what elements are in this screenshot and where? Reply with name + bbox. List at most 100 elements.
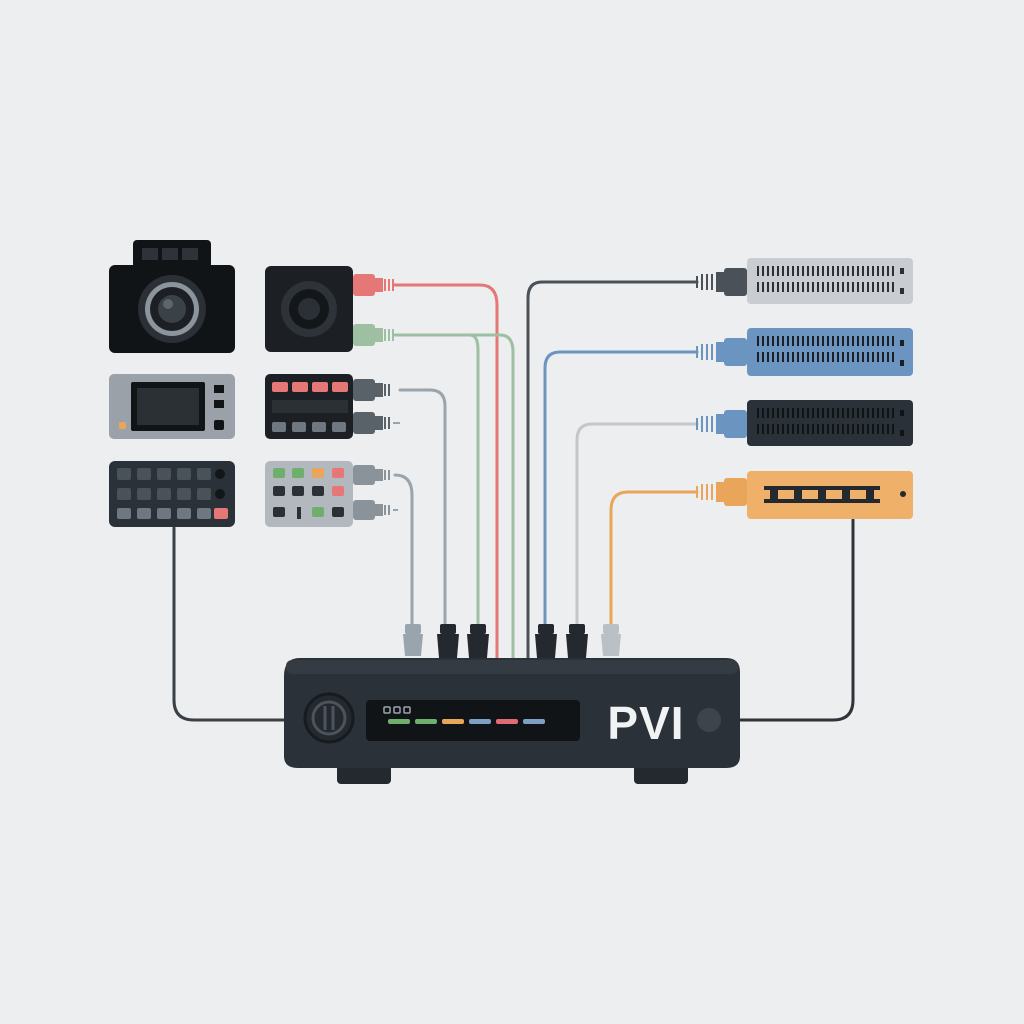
vent-slot bbox=[867, 424, 869, 434]
cable-keypad bbox=[172, 526, 288, 722]
hub-led-strip bbox=[388, 719, 545, 724]
vent-slot bbox=[847, 282, 849, 292]
vent-slot bbox=[862, 282, 864, 292]
connector-plug bbox=[437, 624, 459, 658]
vent-slot bbox=[867, 408, 869, 418]
vent-slot bbox=[877, 352, 879, 362]
vent-slot bbox=[757, 424, 759, 434]
keypad-icon[interactable] bbox=[109, 461, 235, 527]
vent-slot bbox=[757, 352, 759, 362]
vent-slot bbox=[797, 424, 799, 434]
hub-led bbox=[496, 719, 518, 724]
vent-slot bbox=[772, 336, 774, 346]
cable-pad-top bbox=[398, 388, 447, 630]
hub-led bbox=[442, 719, 464, 724]
hub-connectors bbox=[403, 624, 621, 658]
vent-slot bbox=[867, 352, 869, 362]
vent-slot bbox=[812, 352, 814, 362]
vent-slot bbox=[827, 424, 829, 434]
vent-slot bbox=[807, 336, 809, 346]
vent-slot bbox=[802, 352, 804, 362]
vent-slot bbox=[777, 266, 779, 276]
camera-icon[interactable] bbox=[109, 240, 235, 353]
vent-slot bbox=[762, 352, 764, 362]
vent-slot bbox=[772, 282, 774, 292]
vent-slot bbox=[827, 266, 829, 276]
vent-slot bbox=[822, 282, 824, 292]
vent-slot bbox=[832, 282, 834, 292]
vent-slot bbox=[827, 408, 829, 418]
vent-slot bbox=[872, 266, 874, 276]
vent-slot bbox=[757, 408, 759, 418]
vent-slot bbox=[827, 336, 829, 346]
vent-slot bbox=[767, 424, 769, 434]
patch-panel-blue[interactable] bbox=[747, 328, 913, 376]
vent-slot bbox=[882, 266, 884, 276]
patch-panel-silver[interactable] bbox=[747, 258, 913, 304]
vent-slot bbox=[867, 266, 869, 276]
mixer-panel-icon[interactable] bbox=[265, 461, 353, 527]
vent-slot bbox=[882, 336, 884, 346]
vent-slot bbox=[802, 408, 804, 418]
vent-slot bbox=[817, 424, 819, 434]
vent-slot bbox=[842, 282, 844, 292]
vent-slot bbox=[832, 352, 834, 362]
pvi-hub[interactable]: PVI bbox=[284, 658, 740, 784]
vent-slot bbox=[882, 282, 884, 292]
vent-slot bbox=[857, 336, 859, 346]
connector-plug bbox=[467, 624, 489, 658]
vent-slot bbox=[817, 352, 819, 362]
vent-slot bbox=[837, 336, 839, 346]
vent-slot bbox=[862, 336, 864, 346]
vent-slot bbox=[852, 408, 854, 418]
connector-plug bbox=[566, 624, 588, 658]
vent-slot bbox=[877, 336, 879, 346]
hub-led bbox=[469, 719, 491, 724]
vent-slot bbox=[767, 352, 769, 362]
panel-plug-3 bbox=[696, 410, 747, 438]
vent-slot bbox=[797, 336, 799, 346]
vent-slot bbox=[852, 352, 854, 362]
vent-slot bbox=[807, 266, 809, 276]
vent-slot bbox=[797, 352, 799, 362]
vent-slot bbox=[782, 336, 784, 346]
vent-slot bbox=[822, 336, 824, 346]
vent-slot bbox=[892, 424, 894, 434]
vent-slot bbox=[817, 266, 819, 276]
recorder-display-icon[interactable] bbox=[109, 374, 235, 439]
vent-slot bbox=[877, 266, 879, 276]
vent-slot bbox=[787, 408, 789, 418]
vent-slot bbox=[777, 352, 779, 362]
vent-slot bbox=[767, 336, 769, 346]
vent-slot bbox=[862, 424, 864, 434]
vent-slot bbox=[867, 282, 869, 292]
control-pad-icon[interactable] bbox=[265, 374, 353, 439]
vent-slot bbox=[787, 282, 789, 292]
vent-slot bbox=[822, 266, 824, 276]
vent-slot bbox=[777, 336, 779, 346]
panel-vents bbox=[757, 266, 894, 292]
network-switch-icon[interactable] bbox=[747, 471, 913, 519]
webcam-icon[interactable] bbox=[265, 266, 353, 352]
vent-slot bbox=[842, 336, 844, 346]
vent-slot bbox=[792, 266, 794, 276]
vent-slot bbox=[767, 266, 769, 276]
vent-slot bbox=[842, 352, 844, 362]
vent-slot bbox=[837, 282, 839, 292]
vent-slot bbox=[892, 282, 894, 292]
power-button[interactable] bbox=[303, 692, 355, 744]
vent-slot bbox=[857, 408, 859, 418]
hub-top-edge bbox=[286, 660, 738, 674]
vent-slot bbox=[787, 352, 789, 362]
patch-panel-black[interactable] bbox=[747, 400, 913, 446]
hub-label: PVI bbox=[607, 697, 684, 749]
hub-led bbox=[415, 719, 437, 724]
cable-mixer-top bbox=[393, 473, 414, 630]
vent-slot bbox=[837, 352, 839, 362]
panel-vents bbox=[757, 408, 894, 434]
vent-slot bbox=[762, 266, 764, 276]
vent-slot bbox=[862, 352, 864, 362]
vent-slot bbox=[812, 282, 814, 292]
vent-slot bbox=[872, 336, 874, 346]
vent-slot bbox=[782, 408, 784, 418]
